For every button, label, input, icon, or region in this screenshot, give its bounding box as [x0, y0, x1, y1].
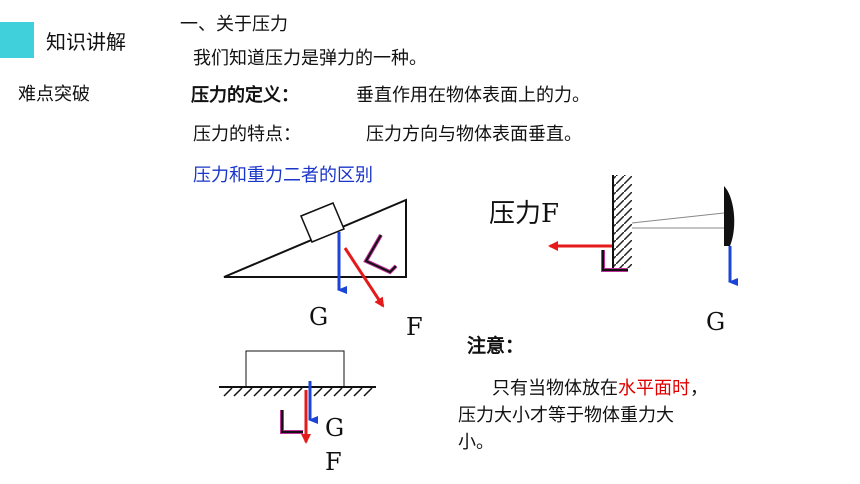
difference-title: 压力和重力二者的区别	[193, 165, 373, 186]
incline-g-label: G	[309, 303, 329, 331]
feature-label: 压力的特点：	[193, 124, 301, 145]
wall-string-top	[631, 212, 725, 224]
wall-diagram	[548, 175, 738, 286]
wall-hatch	[614, 175, 632, 268]
section-heading: 一、关于压力	[180, 14, 288, 35]
note-title: 注意：	[467, 335, 525, 357]
note-line3: 小。	[458, 432, 494, 453]
incline-f-label: F	[406, 313, 423, 341]
ground-g-label: G	[325, 414, 345, 442]
ground-block	[245, 350, 345, 388]
note-line1: 只有当物体放在水平面时，	[492, 374, 708, 400]
note-line2: 压力大小才等于物体重力大	[458, 405, 674, 426]
note-line1-prefix: 只有当物体放在	[492, 378, 618, 399]
ground-diagram	[219, 350, 376, 444]
ground-right-angle	[280, 410, 303, 434]
definition-label: 压力的定义：	[191, 85, 299, 106]
ground-hatch	[223, 387, 373, 397]
incline-block	[300, 202, 345, 243]
note-line1-suffix: ，	[690, 378, 708, 399]
side-label: 难点突破	[18, 84, 90, 105]
accent-block	[0, 22, 34, 58]
definition-text: 垂直作用在物体表面上的力。	[356, 85, 590, 106]
wall-g-label: G	[706, 308, 726, 336]
section-label: 知识讲解	[46, 30, 126, 54]
note-highlight: 水平面时	[618, 378, 690, 399]
intro-line: 我们知道压力是弹力的一种。	[193, 48, 427, 69]
incline-pressure-arrow	[343, 247, 385, 308]
incline-diagram	[223, 198, 407, 308]
ground-f-label: F	[325, 448, 342, 476]
wall-object	[724, 186, 735, 246]
wall-force-label: 压力F	[489, 199, 560, 229]
feature-text: 压力方向与物体表面垂直。	[366, 124, 582, 145]
